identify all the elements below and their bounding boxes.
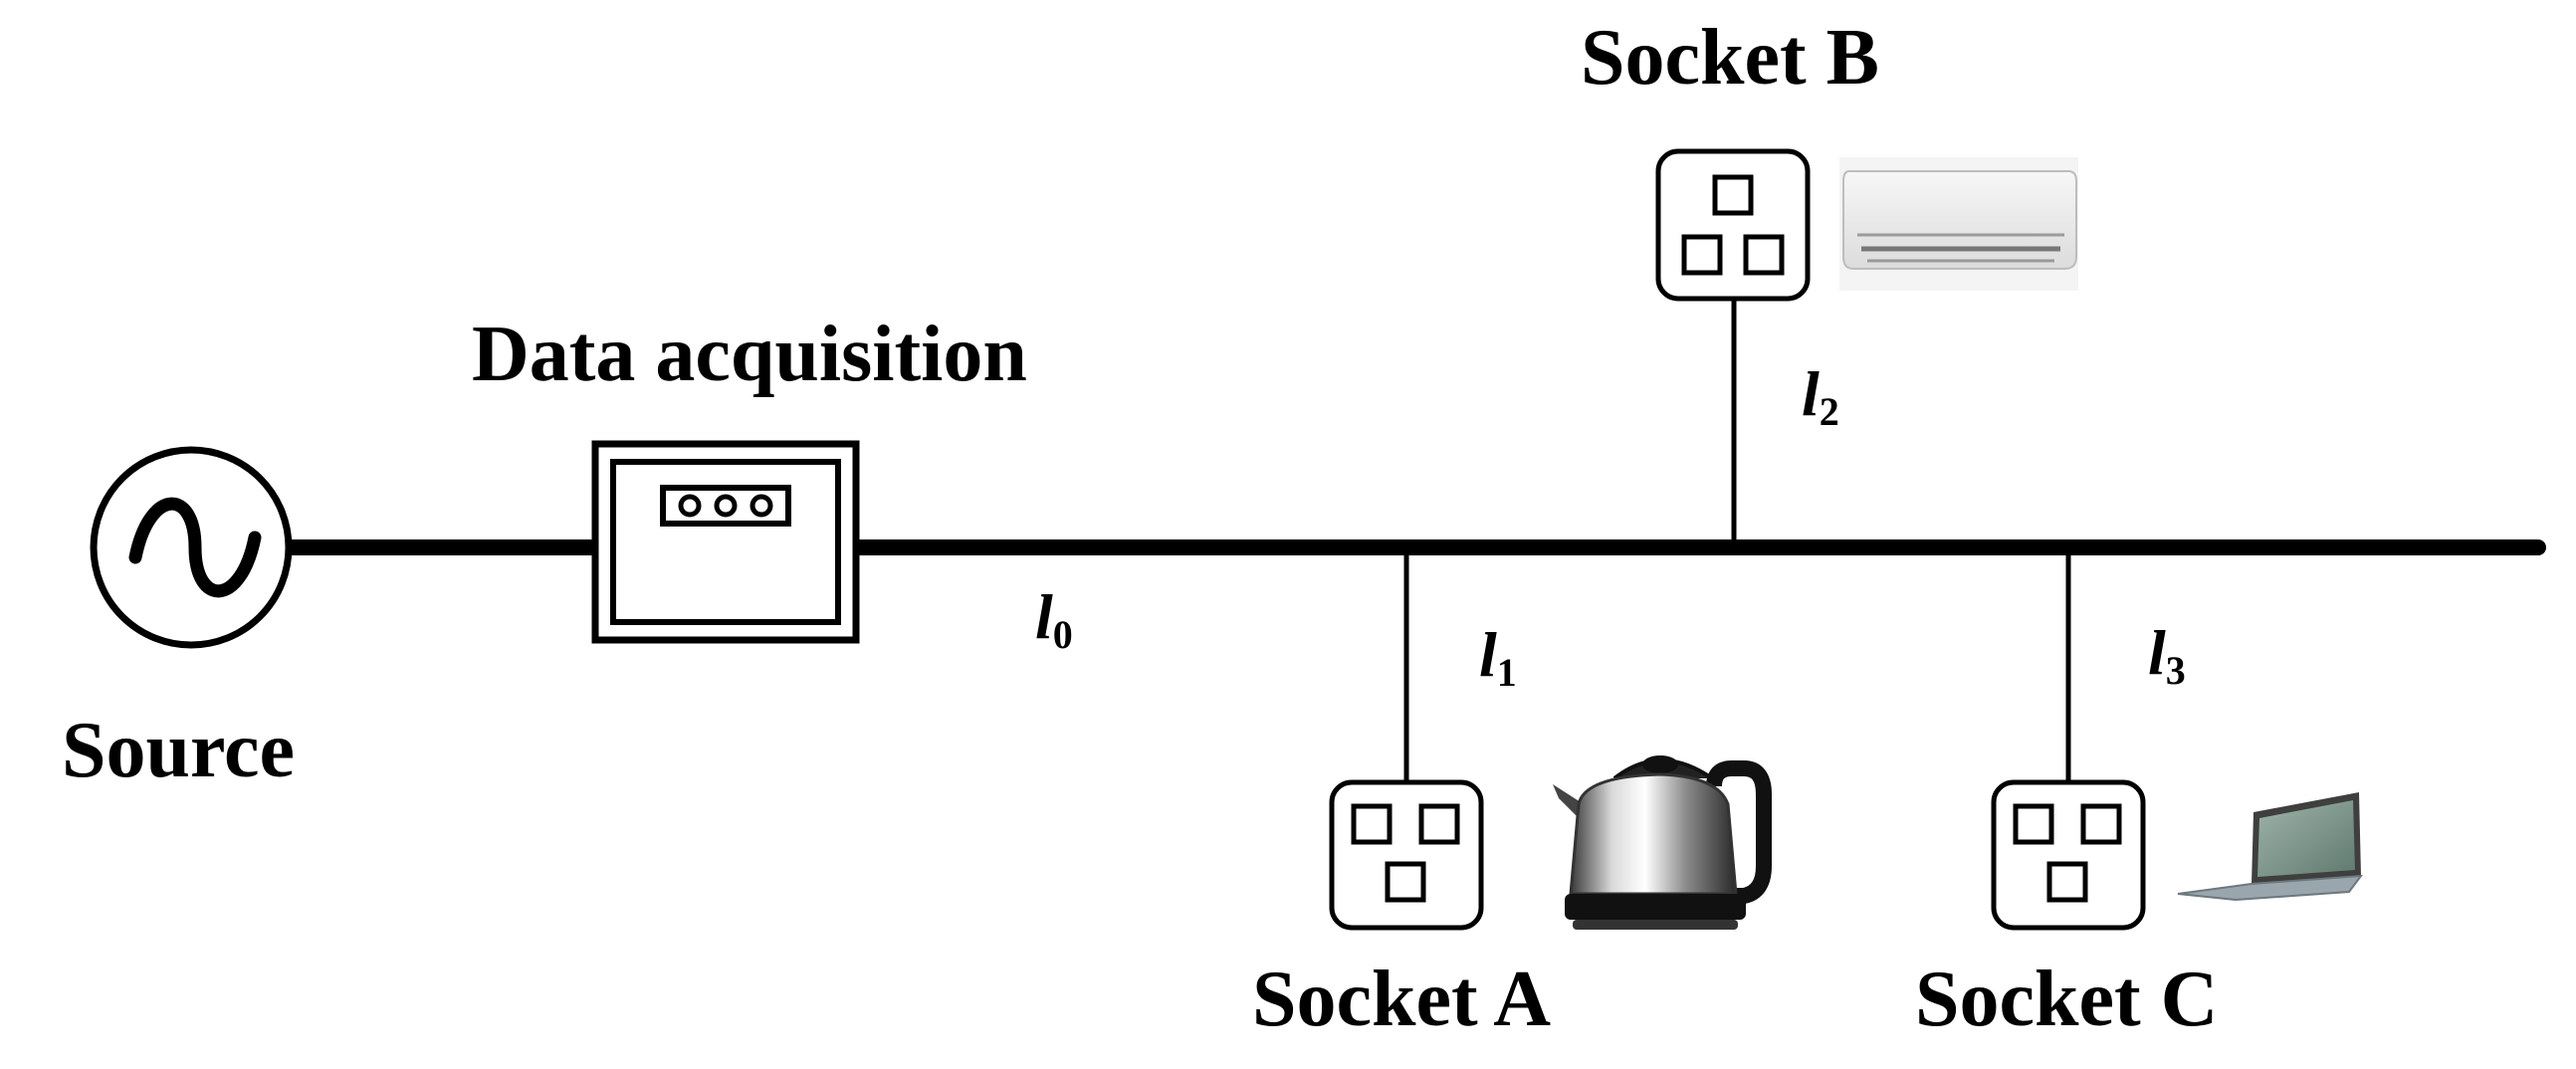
segment-l0-letter: l (1035, 581, 1053, 652)
segment-l0-index: 0 (1052, 612, 1073, 657)
data-acquisition-meter-icon (591, 440, 860, 644)
kettle-icon (1553, 755, 1772, 930)
segment-l3-letter: l (2148, 617, 2166, 688)
segment-l1-index: 1 (1496, 650, 1517, 695)
segment-label-l1: l1 (1479, 623, 1517, 693)
socket-a-label: Socket A (1252, 956, 1551, 1043)
segment-l2-index: 2 (1819, 389, 1839, 434)
segment-l2-letter: l (1802, 358, 1820, 429)
socket-c-label: Socket C (1915, 956, 2219, 1043)
segment-l1-letter: l (1479, 619, 1497, 690)
ac-source-icon (90, 446, 293, 649)
laptop-icon (2177, 792, 2364, 902)
data-acquisition-label: Data acquisition (472, 311, 1027, 398)
socket-b-label: Socket B (1581, 14, 1879, 102)
source-label: Source (62, 707, 296, 794)
segment-l3-index: 3 (2165, 648, 2186, 693)
socket-a-icon (1329, 779, 1484, 931)
air-conditioner-icon (1839, 157, 2078, 291)
segment-label-l3: l3 (2148, 621, 2186, 691)
segment-label-l2: l2 (1802, 362, 1839, 432)
segment-label-l0: l0 (1035, 585, 1073, 655)
socket-b-icon (1655, 148, 1811, 302)
socket-c-icon (1991, 779, 2146, 931)
